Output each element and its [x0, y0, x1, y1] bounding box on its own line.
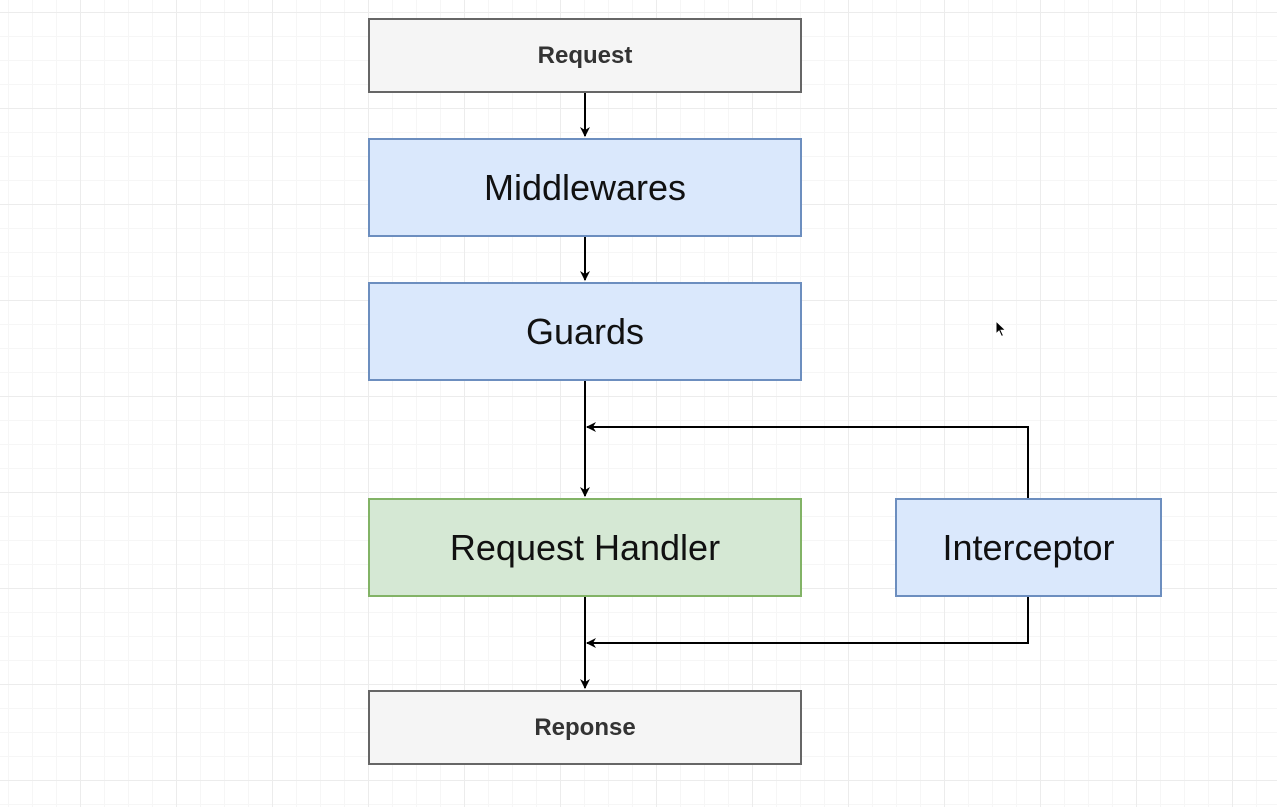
edge-interceptor-to-handler-output[interactable]: [586, 597, 1029, 648]
node-middlewares[interactable]: Middlewares: [368, 138, 802, 237]
node-guards-label: Guards: [525, 310, 645, 352]
node-response-label: Reponse: [534, 713, 636, 741]
node-request-handler[interactable]: Request Handler: [368, 498, 802, 597]
node-response[interactable]: Reponse: [368, 690, 802, 765]
node-request[interactable]: Request: [368, 18, 802, 93]
node-request-label: Request: [537, 41, 633, 69]
node-interceptor-label: Interceptor: [942, 526, 1115, 568]
node-request-handler-label: Request Handler: [449, 526, 721, 568]
mouse-pointer-icon: [995, 320, 1007, 338]
node-interceptor[interactable]: Interceptor: [895, 498, 1162, 597]
edge-interceptor-to-handler-input[interactable]: [586, 422, 1029, 498]
node-middlewares-label: Middlewares: [483, 166, 687, 208]
node-guards[interactable]: Guards: [368, 282, 802, 381]
